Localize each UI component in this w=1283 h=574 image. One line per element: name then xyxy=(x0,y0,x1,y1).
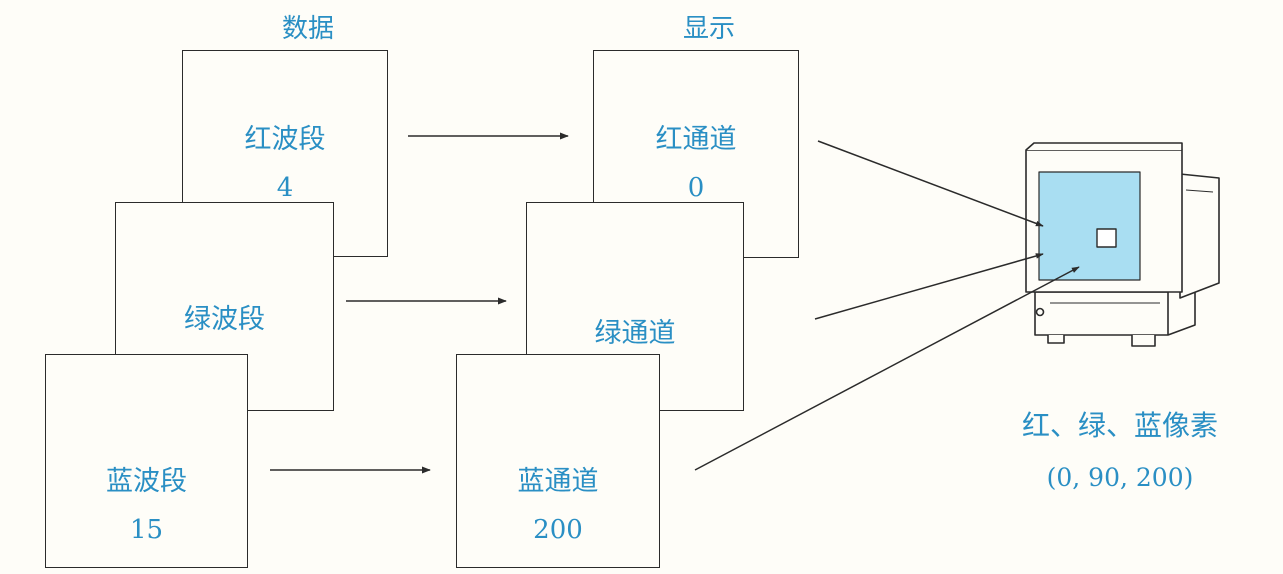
red-channel-line xyxy=(817,140,1044,227)
blue-band-value: 15 xyxy=(129,515,164,545)
pixel-label: 红、绿、蓝像素 xyxy=(1021,409,1218,442)
red-channel-label: 红通道 xyxy=(655,124,737,155)
blue-channel-label: 蓝通道 xyxy=(517,466,599,497)
red-band-label: 红波段 xyxy=(244,124,326,155)
data-header: 数据 xyxy=(282,14,335,44)
blue-channel-box: 蓝通道 200 xyxy=(456,354,660,568)
green-band-label: 绿波段 xyxy=(184,304,265,335)
green-channel-line xyxy=(814,253,1044,320)
green-channel-label: 绿通道 xyxy=(594,318,676,349)
pixel-value: (0, 90, 200) xyxy=(1046,463,1194,492)
blue-channel-value: 200 xyxy=(533,515,583,545)
blue-channel-line xyxy=(694,266,1080,471)
blue-band-box: 蓝波段 15 xyxy=(45,354,248,568)
blue-band-label: 蓝波段 xyxy=(106,466,187,497)
display-header: 显示 xyxy=(683,14,736,44)
monitor-icon xyxy=(1025,142,1220,347)
red-channel-value: 0 xyxy=(687,173,705,203)
red-band-value: 4 xyxy=(276,173,294,203)
